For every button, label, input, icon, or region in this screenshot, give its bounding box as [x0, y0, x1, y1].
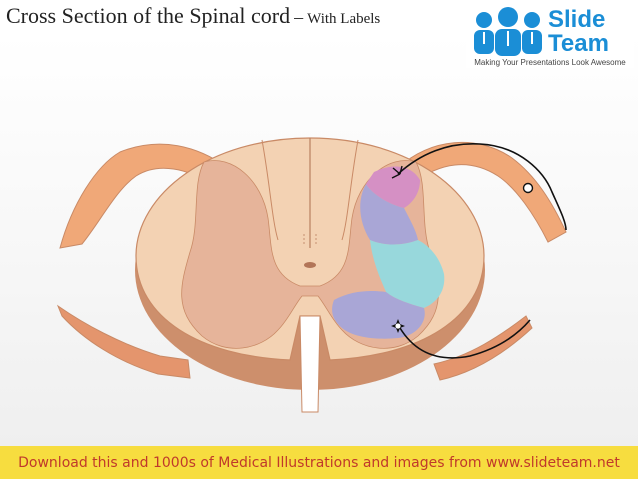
people-group-icon [474, 7, 542, 56]
title-dash: – [294, 7, 304, 27]
tract-lavender-upper [360, 184, 418, 245]
slideteam-logo: Slide Team Making Your Presentations Loo… [466, 4, 634, 68]
anterior-median-fissure [299, 315, 321, 413]
central-canal [304, 262, 316, 268]
title-sub: With Labels [307, 11, 381, 27]
sensory-ganglion-cell [522, 182, 534, 194]
sensory-terminal [391, 165, 403, 179]
download-banner: Download this and 1000s of Medical Illus… [0, 446, 638, 479]
page-title: Cross Section of the Spinal cord–With La… [6, 4, 380, 31]
motor-neuron-path [399, 319, 531, 359]
ventral-root-left [56, 304, 191, 379]
logo-word-slide: Slide [548, 6, 606, 33]
tract-cyan [370, 240, 445, 308]
title-main: Cross Section of the Spinal cord [6, 3, 291, 28]
spinal-cord-diagram [56, 137, 567, 413]
posterior-septum-line [341, 139, 359, 241]
sulcus-dashes [303, 234, 317, 246]
sensory-neuron-path [397, 143, 567, 231]
logo-word-team: Team [548, 30, 609, 57]
ventral-root-right [433, 315, 533, 381]
motor-neuron-cell [391, 319, 405, 333]
download-banner-text: Download this and 1000s of Medical Illus… [18, 454, 620, 471]
logo-tagline: Making Your Presentations Look Awesome [474, 58, 626, 67]
tract-pink [366, 166, 420, 208]
posterior-septum-line [261, 139, 279, 241]
